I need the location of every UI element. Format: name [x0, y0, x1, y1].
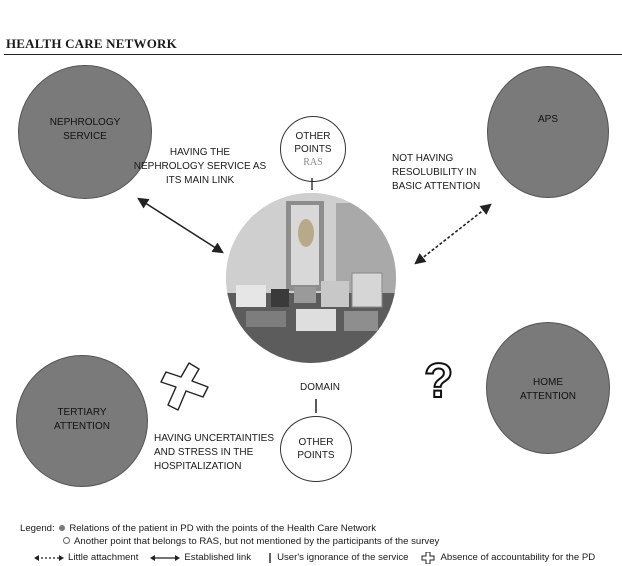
legend: Legend: Relations of the patient in PD w… — [20, 522, 376, 535]
node-aps-label: APS — [537, 114, 558, 125]
established-link-arrow — [137, 197, 224, 254]
relation-aps-label: NOT HAVING RESOLUBILITY IN BASIC ATTENTI… — [392, 153, 481, 192]
node-home-attention: HOME ATTENTION — [486, 322, 610, 454]
legend-label: Legend: — [20, 523, 55, 534]
legend-filled-dot-icon — [59, 524, 66, 531]
legend-ignorance-icon — [269, 552, 271, 563]
legend-row-3: Little attachment Established link User'… — [34, 551, 595, 564]
other-points-top-line2: POINTS — [294, 143, 332, 155]
node-other-points: OTHER POINTS — [280, 416, 352, 482]
absence-accountability-icon — [160, 362, 209, 411]
legend-row-2: Another point that belongs to RAS, but n… — [61, 535, 439, 548]
legend-other-point-text: Another point that belongs to RAS, but n… — [74, 536, 440, 547]
ignorance-marker-icon — [315, 399, 317, 413]
node-aps: APS — [487, 66, 609, 198]
domain-label: DOMAIN — [300, 382, 340, 393]
title-divider — [4, 54, 622, 55]
legend-little-attachment-text: Little attachment — [68, 552, 139, 563]
little-attachment-arrow — [414, 203, 492, 265]
legend-established-link-text: Established link — [184, 552, 252, 563]
question-mark-icon: ? — [423, 354, 454, 409]
legend-users-ignorance-text: User's ignorance of the service — [277, 552, 409, 563]
node-tertiary-attention: TERTIARY ATTENTION — [16, 355, 148, 487]
legend-absence-accountability-text: Absence of accountability for the PD — [440, 552, 596, 563]
node-tertiary-label: TERTIARY ATTENTION — [54, 407, 110, 432]
other-points-bottom-line1: OTHER — [298, 437, 334, 448]
node-other-points-ras: OTHER POINTS RAS — [280, 116, 346, 182]
other-points-bottom-line2: POINTS — [297, 450, 335, 461]
legend-little-attachment-icon — [34, 554, 64, 561]
patient-room-photo — [226, 193, 396, 363]
legend-open-dot-icon — [63, 537, 70, 545]
relation-tertiary-label: HAVING UNCERTAINTIES AND STRESS IN THE H… — [154, 433, 275, 472]
legend-absence-cross-icon — [421, 551, 434, 564]
node-nephrology-service: NEPHROLOGY SERVICE — [18, 65, 152, 199]
patient-room-photo-image — [226, 193, 396, 363]
node-nephrology-label: NEPHROLOGY SERVICE — [49, 117, 121, 142]
page-title: HEALTH CARE NETWORK — [6, 36, 177, 51]
legend-relations-text: Relations of the patient in PD with the … — [69, 523, 376, 534]
other-points-ras-label: RAS — [303, 156, 323, 168]
relation-nephrology-label: HAVING THE NEPHROLOGY SERVICE AS ITS MAI… — [133, 147, 267, 186]
other-points-top-line1: OTHER — [295, 130, 331, 142]
legend-established-link-icon — [150, 554, 181, 561]
node-home-label: HOME ATTENTION — [520, 377, 576, 402]
